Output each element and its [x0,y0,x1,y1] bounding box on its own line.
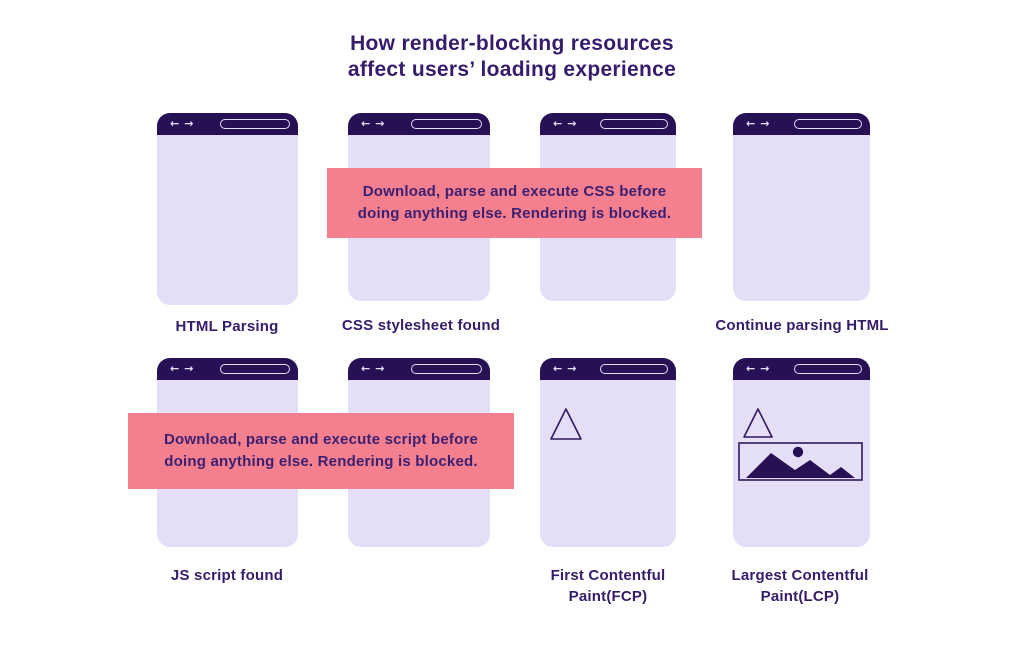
window-label-fcp: First Contentful Paint(FCP) [550,567,666,605]
window-label-js-found: JS script found [170,567,284,584]
browser-header: ← → [157,358,298,380]
back-arrow-icon: ← [553,117,563,130]
callout-js-blocking: Download, parse and execute script befor… [128,413,514,489]
back-arrow-icon: ← [746,362,756,375]
forward-arrow-icon: → [184,117,194,130]
triangle-outline-icon [742,407,774,439]
forward-arrow-icon: → [375,117,385,130]
back-arrow-icon: ← [746,117,756,130]
window-label-continue-parsing: Continue parsing HTML [715,317,889,334]
browser-window-lcp: ← → [733,358,870,547]
callout-css-blocking: Download, parse and execute CSS before d… [327,168,702,238]
mountain-image-icon [738,442,863,481]
window-label-html-parsing: HTML Parsing [175,318,279,335]
forward-arrow-icon: → [375,362,385,375]
address-bar [411,119,482,129]
browser-window-fcp: ← → [540,358,676,547]
forward-arrow-icon: → [567,117,577,130]
address-bar [793,364,862,374]
back-arrow-icon: ← [170,362,180,375]
back-arrow-icon: ← [361,362,371,375]
window-label-lcp: Largest Contentful Paint(LCP) [731,567,869,605]
address-bar [600,364,668,374]
browser-header: ← → [348,113,490,135]
page-title: How render-blocking resources affect use… [347,32,677,81]
forward-arrow-icon: → [184,362,194,375]
address-bar [411,364,482,374]
back-arrow-icon: ← [361,117,371,130]
address-bar [793,119,862,129]
address-bar [600,119,668,129]
forward-arrow-icon: → [567,362,577,375]
browser-window-html-parsing: ← → [157,113,298,305]
triangle-outline-icon [549,407,583,441]
back-arrow-icon: ← [170,117,180,130]
browser-header: ← → [540,358,676,380]
back-arrow-icon: ← [553,362,563,375]
address-bar [219,364,290,374]
forward-arrow-icon: → [760,362,770,375]
browser-header: ← → [733,113,870,135]
browser-header: ← → [348,358,490,380]
forward-arrow-icon: → [760,117,770,130]
window-label-css-found: CSS stylesheet found [341,317,501,334]
browser-header: ← → [157,113,298,135]
browser-header: ← → [540,113,676,135]
address-bar [219,119,290,129]
browser-window-continue-parsing: ← → [733,113,870,301]
browser-header: ← → [733,358,870,380]
